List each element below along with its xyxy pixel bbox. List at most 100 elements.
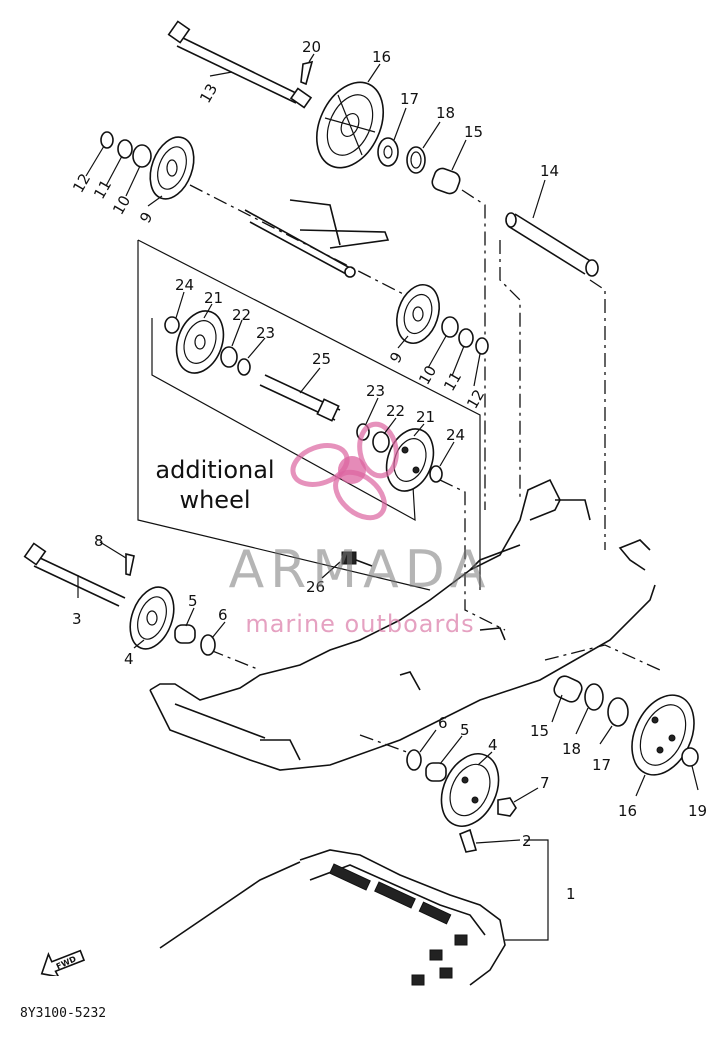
callout-2: 2	[522, 832, 532, 850]
callout-16: 16	[618, 802, 637, 820]
nut-19	[681, 747, 699, 767]
fwd-arrow-icon: FWD	[40, 949, 86, 976]
nut-24-left	[164, 316, 180, 334]
fwd-label: FWD	[55, 954, 78, 971]
propeller-logo	[290, 421, 399, 521]
guide-line	[461, 189, 486, 510]
pin-20	[300, 60, 314, 86]
wheel-21-right	[385, 428, 435, 492]
callout-24: 24	[446, 426, 465, 444]
annotation-additional-wheel: additional wheel	[140, 455, 290, 515]
guide-line	[499, 240, 521, 500]
bearing-22-left	[220, 346, 238, 368]
guide-line	[209, 649, 261, 671]
wheel-16-bottom	[631, 694, 695, 776]
callout-11: 11	[440, 369, 465, 395]
pin-8	[125, 552, 135, 576]
callout-21: 21	[416, 408, 435, 426]
watermark-brand: ARMADA	[228, 540, 492, 600]
guide-line	[589, 279, 606, 550]
callout-3: 3	[72, 610, 82, 628]
callout-15: 15	[530, 722, 549, 740]
bearing-17-top	[377, 137, 399, 167]
diagram-code: 8Y3100-5232	[20, 1006, 107, 1021]
washer-6-right	[406, 749, 422, 771]
callout-24: 24	[175, 276, 194, 294]
nut-12-right	[475, 337, 489, 355]
callout-11: 11	[90, 177, 115, 203]
nut-12-left	[100, 131, 114, 149]
guide-line	[439, 479, 506, 631]
callout-8: 8	[94, 532, 104, 550]
wheel-9-left	[149, 136, 195, 200]
bearing-22-right	[372, 431, 390, 453]
leader-lines	[77, 53, 699, 941]
callout-10: 10	[109, 192, 134, 218]
callout-4: 4	[488, 736, 498, 754]
wheel-4-left	[129, 586, 175, 650]
washer-6-left	[200, 634, 216, 656]
bearing-17-bottom	[607, 697, 629, 727]
callout-23: 23	[366, 382, 385, 400]
nut-7	[497, 797, 517, 817]
guide-line	[189, 184, 416, 301]
callout-5: 5	[460, 721, 470, 739]
callout-1: 1	[566, 885, 576, 903]
callout-20: 20	[302, 38, 321, 56]
callout-22: 22	[232, 306, 251, 324]
callout-25: 25	[312, 350, 331, 368]
washer-11-left	[117, 139, 133, 159]
annotation-line-2: wheel	[179, 486, 251, 514]
bearing-5-right	[425, 762, 447, 782]
callout-19: 19	[688, 802, 707, 820]
callout-18: 18	[562, 740, 581, 758]
guide-line	[544, 644, 661, 671]
axle-25	[259, 374, 341, 422]
callout-17: 17	[592, 756, 611, 774]
callout-21: 21	[204, 289, 223, 307]
track-1	[159, 849, 506, 986]
wheel-16-top	[316, 81, 384, 169]
callout-22: 22	[386, 402, 405, 420]
axle-13	[167, 20, 313, 109]
washer-10-right	[441, 316, 459, 338]
callout-13: 13	[196, 81, 221, 107]
nut-24-right	[429, 465, 443, 483]
slide-rail-frame	[149, 478, 656, 771]
clip-2	[459, 828, 478, 853]
callout-9: 9	[386, 349, 406, 366]
additional-wheel-frame	[137, 239, 481, 591]
watermark-tagline: marine outboards	[245, 610, 475, 638]
callout-17: 17	[400, 90, 419, 108]
bolt-26	[341, 551, 373, 567]
callout-23: 23	[256, 324, 275, 342]
callout-6: 6	[438, 714, 448, 732]
callout-9: 9	[136, 209, 156, 226]
axle-3	[23, 542, 126, 607]
bearing-5-left	[174, 624, 196, 644]
collar-15-bottom	[553, 675, 583, 703]
ring-18-bottom	[584, 683, 604, 711]
callout-7: 7	[540, 774, 550, 792]
ring-18-top	[406, 146, 426, 174]
center-bracket	[244, 199, 390, 278]
callout-18: 18	[436, 104, 455, 122]
washer-11-right	[458, 328, 474, 348]
collar-15-top	[431, 167, 461, 195]
callout-26: 26	[306, 578, 325, 596]
callout-numbers: 20 16 13 17 18 15 14 12 11 10 9 24 21 22…	[69, 38, 707, 903]
callout-6: 6	[218, 606, 228, 624]
wheel-4-right	[440, 753, 500, 827]
annotation-line-1: additional	[155, 456, 275, 484]
wheel-9-right	[396, 284, 440, 344]
shaft-14	[505, 212, 599, 277]
wheel-21-left	[175, 310, 225, 374]
callout-14: 14	[540, 162, 559, 180]
ring-23-left	[237, 358, 251, 376]
callout-4: 4	[124, 650, 134, 668]
callout-16: 16	[372, 48, 391, 66]
washer-10-left	[132, 144, 152, 168]
callout-15: 15	[464, 123, 483, 141]
